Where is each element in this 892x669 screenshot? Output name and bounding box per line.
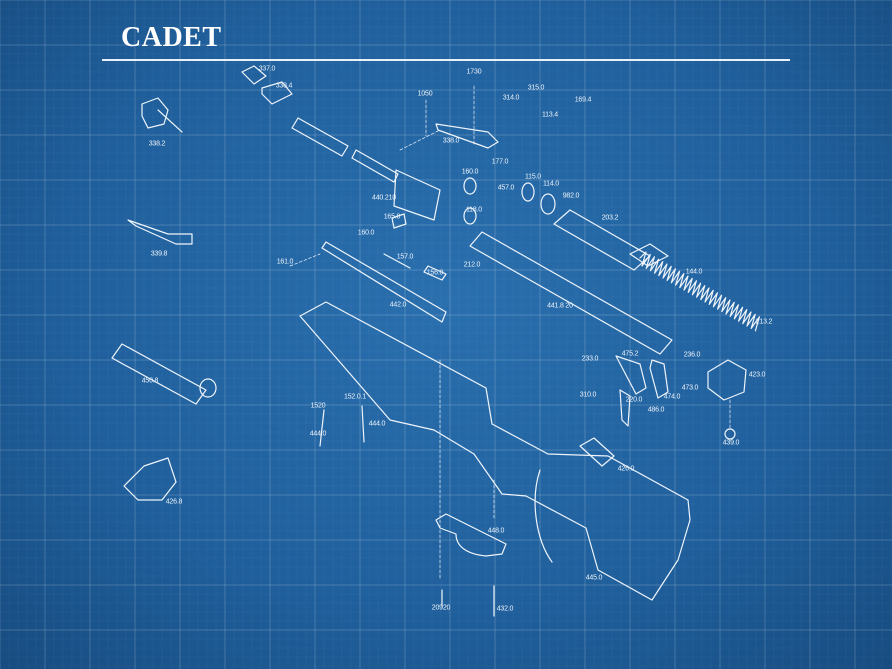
part-number-label: 315.0: [527, 84, 545, 92]
part-number-label: 982.0: [562, 192, 580, 200]
rear-sight-part: [141, 97, 183, 133]
part-number-label: 339.8: [150, 250, 168, 258]
part-number-label: 213.2: [755, 318, 773, 326]
part-number-label: 236.0: [683, 351, 701, 359]
part-number-label: 475.2: [621, 350, 639, 358]
safety-part: [579, 437, 615, 467]
part-number-label: 233.0: [581, 355, 599, 363]
assembly-guide-lines: [289, 85, 731, 581]
part-number-label: 161.0: [276, 258, 294, 266]
mainspring-part: [639, 251, 760, 332]
part-number-label: 432.0: [496, 605, 514, 613]
part-number-label: 115.0: [525, 173, 541, 181]
part-number-label: 177.0: [491, 158, 509, 166]
part-number-label: 337.0: [258, 65, 276, 73]
part-number-label: 20920: [431, 604, 451, 612]
part-number-label: 160.0: [461, 168, 479, 176]
cocking-link-part: [321, 241, 447, 323]
part-number-label: 426.8: [165, 498, 183, 506]
trigger-guard-part: [435, 513, 507, 557]
part-number-label: 212.0: [463, 261, 481, 269]
barrel-part: [241, 65, 441, 221]
pin-part: [383, 213, 447, 281]
compression-cylinder-part: [463, 177, 673, 355]
part-number-label: 338.4: [275, 82, 293, 90]
part-number-label: 1520: [310, 402, 326, 410]
part-number-label: 423.0: [748, 371, 766, 379]
part-number-label: 441.8 20: [547, 302, 573, 310]
cap-screw-part: [724, 428, 736, 440]
part-number-label: 426.0: [617, 465, 635, 473]
part-number-label: 445.0: [585, 574, 603, 582]
part-number-label: 457.0: [497, 184, 515, 192]
part-number-label: 114.0: [543, 180, 559, 188]
part-number-label: 314.0: [502, 94, 520, 102]
part-number-label: 448.0: [487, 527, 505, 535]
silencer-end: [199, 378, 217, 398]
part-number-label: 486.0: [647, 406, 665, 414]
part-number-label: 444.0: [309, 430, 327, 438]
part-number-label: 1050: [417, 90, 433, 98]
page-title: CADET: [121, 22, 222, 53]
title-divider: [102, 59, 790, 61]
part-number-label: 440.210: [372, 194, 396, 202]
part-number-label: 118.0: [466, 206, 482, 214]
part-number-label: 160.0: [357, 229, 375, 237]
part-number-label: 338.2: [148, 140, 166, 148]
trigger-group-part: [615, 355, 669, 427]
part-number-label: 157.0: [396, 253, 414, 261]
part-number-label: 450.8: [141, 377, 159, 385]
screws-part: [319, 405, 495, 617]
stock-part: [299, 301, 691, 601]
part-number-label: 1730: [466, 68, 482, 76]
end-cap-part: [707, 359, 747, 401]
front-sight-part: [127, 219, 193, 245]
part-number-label: 338.0: [442, 137, 460, 145]
trigger-assembly-part: [123, 457, 177, 501]
part-number-label: 310.0: [579, 391, 597, 399]
part-number-label: 152.0.1: [344, 393, 366, 401]
silencer-tube-part: [111, 343, 207, 405]
cocking-lever-part: [435, 123, 499, 149]
part-number-label: 169.4: [574, 96, 592, 104]
part-number-label: 442.0: [389, 301, 407, 309]
part-number-label: 203.2: [601, 214, 619, 222]
part-number-label: 220.0: [625, 396, 643, 404]
part-number-label: 473.0: [681, 384, 699, 392]
part-number-label: 156.0: [426, 269, 444, 277]
part-number-label: 444.0: [368, 420, 386, 428]
part-number-label: 144.0: [685, 268, 703, 276]
stock-cheek-line: [534, 469, 553, 563]
part-number-label: 165.0: [383, 213, 401, 221]
part-number-label: 439.0: [722, 439, 740, 447]
part-number-label: 474.0: [663, 393, 681, 401]
part-number-label: 113.4: [542, 111, 558, 119]
